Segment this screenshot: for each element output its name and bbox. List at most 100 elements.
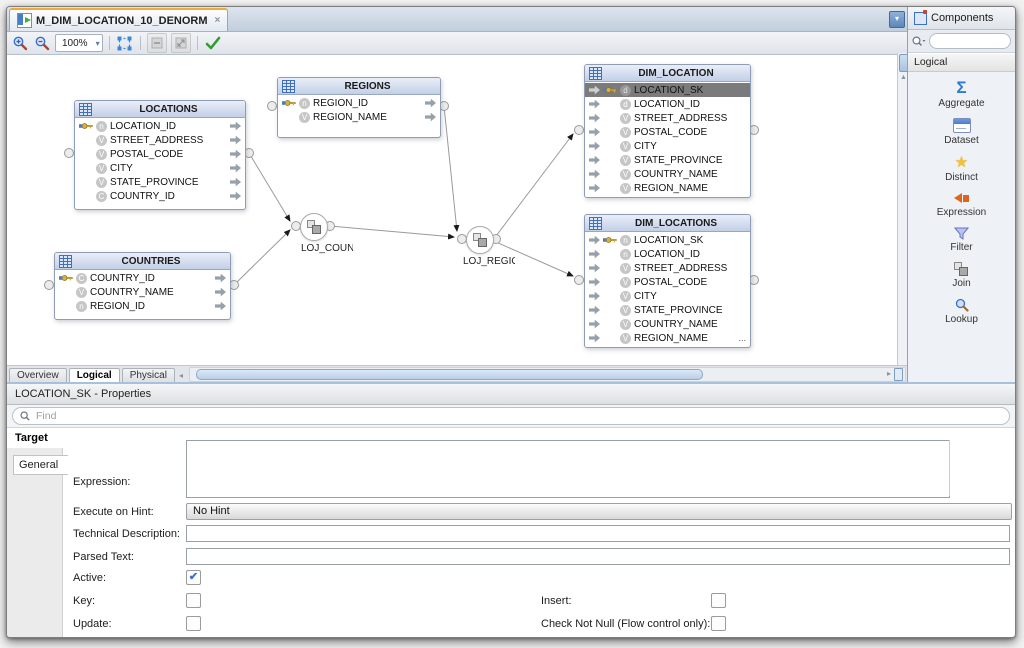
components-search-input[interactable] (929, 33, 1011, 49)
key-checkbox[interactable] (186, 593, 201, 608)
scroll-up-icon[interactable]: ▲ (900, 74, 907, 81)
scroll-left-icon[interactable]: ◂ (178, 371, 183, 380)
component-expression[interactable]: Expression (937, 192, 986, 218)
components-search-row (908, 30, 1015, 53)
column-name: POSTAL_CODE (634, 126, 708, 138)
active-label: Active: (73, 572, 107, 584)
tab-overview[interactable]: Overview (9, 368, 67, 383)
datatype-icon: n (76, 300, 87, 312)
tab-logical[interactable]: Logical (68, 368, 120, 383)
component-aggregate[interactable]: Σ Aggregate (938, 79, 984, 109)
technical-description-input[interactable] (186, 525, 1010, 542)
ellipsis: ... (738, 333, 746, 343)
expand-icon (175, 37, 187, 49)
toolbar-separator (196, 36, 198, 50)
column-name: STATE_PROVINCE (110, 176, 199, 188)
active-checkbox[interactable]: ✔ (186, 570, 201, 585)
port-arrow-icon (425, 98, 436, 108)
join-node-loj-coun[interactable] (300, 213, 328, 241)
find-input[interactable]: Find (12, 407, 1010, 425)
execute-on-hint-select[interactable]: No Hint (186, 503, 1012, 520)
component-join[interactable]: Join (952, 262, 971, 289)
parsed-text-input[interactable] (186, 548, 1010, 565)
collapse-all-button[interactable] (146, 33, 167, 53)
odi-mapping-editor-window: M_DIM_LOCATION_10_DENORM × ▾ (6, 6, 1016, 638)
close-tab-icon[interactable]: × (214, 15, 221, 26)
expression-splitter[interactable] (949, 440, 950, 496)
port-arrow-icon (589, 183, 600, 193)
components-header[interactable]: Components (908, 7, 1015, 30)
expression-input[interactable] (186, 440, 950, 498)
section-logical[interactable]: Logical (908, 53, 1015, 72)
join-node-label: LOJ_COUN (301, 243, 353, 254)
datatype-icon: V (620, 276, 631, 288)
canvas-horizontal-scrollbar[interactable]: ▸ (188, 367, 906, 382)
update-checkbox[interactable] (186, 616, 201, 631)
join-node-label: LOJ_REGIO (463, 256, 515, 267)
fit-selection-button[interactable] (116, 34, 134, 52)
component-lookup[interactable]: Lookup (945, 298, 978, 325)
join-node-loj-regio[interactable] (466, 226, 494, 254)
component-label: Dataset (944, 135, 979, 146)
insert-checkbox[interactable] (711, 593, 726, 608)
component-distinct[interactable]: ★ Distinct (945, 155, 978, 183)
tab-list-dropdown-button[interactable]: ▾ (889, 11, 905, 28)
star-icon: ★ (954, 154, 969, 171)
validate-button[interactable] (204, 34, 222, 52)
scrollbar-end-thumb[interactable] (894, 368, 903, 381)
check-not-null-checkbox[interactable] (711, 616, 726, 631)
port-arrow-icon (589, 305, 600, 315)
component-dataset[interactable]: Dataset (944, 118, 979, 146)
section-target-label: Target (15, 432, 48, 444)
tab-mapping-document[interactable]: M_DIM_LOCATION_10_DENORM × (9, 8, 229, 31)
tab-physical[interactable]: Physical (121, 368, 175, 383)
zoom-out-icon (35, 36, 49, 50)
expand-all-button[interactable] (170, 33, 191, 53)
zoom-out-button[interactable] (33, 34, 51, 52)
expression-label: Expression: (73, 476, 131, 488)
column-name: LOCATION_SK (634, 234, 704, 246)
datatype-icon: V (620, 112, 631, 124)
nav-tab-general[interactable]: General (13, 455, 68, 475)
component-filter[interactable]: Filter (950, 227, 973, 253)
filter-icon (953, 227, 969, 240)
scrollbar-thumb[interactable] (195, 369, 703, 380)
mapping-editor: M_DIM_LOCATION_10_DENORM × ▾ (7, 7, 909, 383)
scroll-right-icon[interactable]: ▸ (886, 369, 891, 378)
zoom-level-combobox[interactable]: 100% ▾ (55, 34, 103, 52)
zoom-in-button[interactable] (11, 34, 29, 52)
